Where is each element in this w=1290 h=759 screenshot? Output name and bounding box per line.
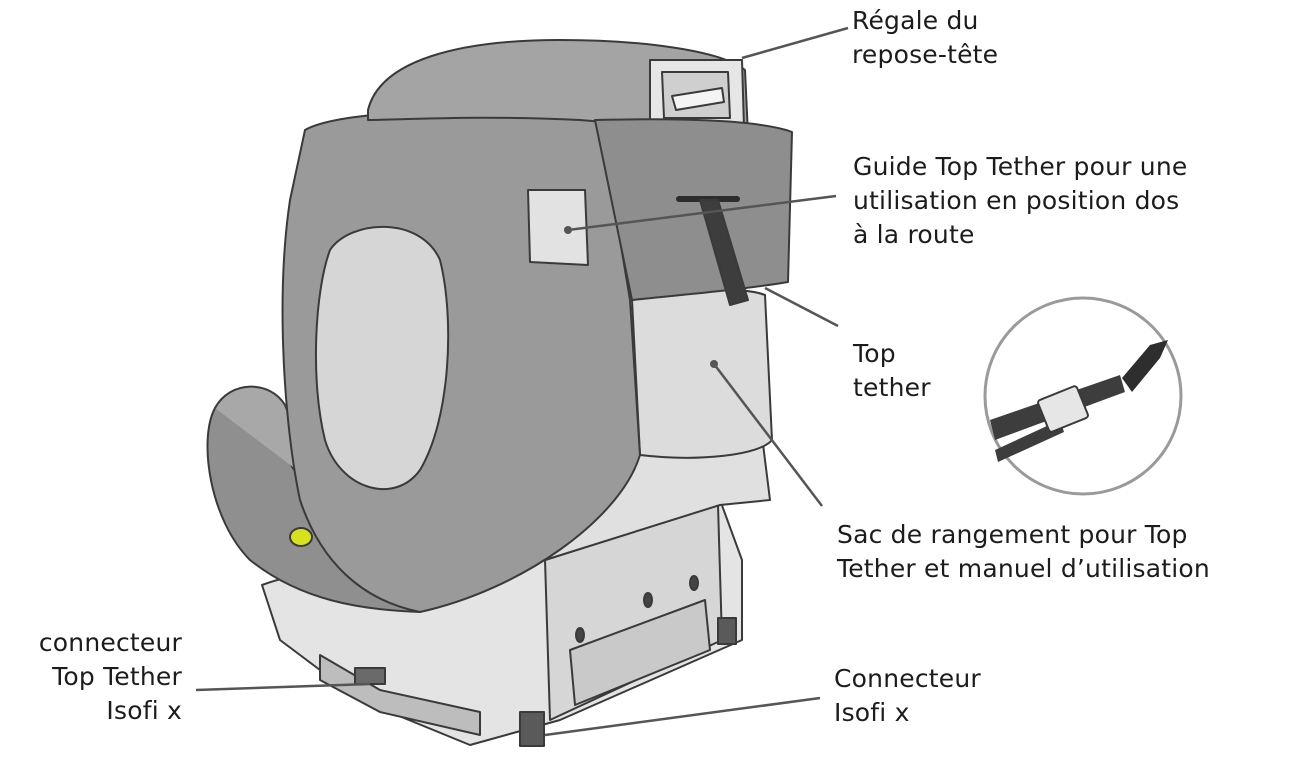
top-tether-strap [699, 199, 749, 306]
yellow-indicator [289, 527, 313, 547]
leader-line-headrest [741, 26, 849, 60]
isofix-connector-left [519, 711, 545, 747]
leader-dot [710, 360, 718, 368]
top-tether-guide-label: Guide Top Tether pour une utilisation en… [853, 150, 1187, 252]
isofix-connector-right [717, 617, 737, 645]
top-tether-guide-label-line: utilisation en position dos [853, 186, 1180, 215]
base-recess [569, 599, 711, 706]
leader-line-isofix [544, 696, 821, 737]
top-tether-connector-label-line: Isofi x [106, 696, 182, 725]
isofix-connector-label: Connecteur Isofi x [834, 662, 981, 730]
storage-bag-label-line: Tether et manuel d’utilisation [837, 554, 1210, 583]
leader-line-tt-connector [195, 682, 371, 692]
top-tether-guide-label-line: à la route [853, 220, 975, 249]
isofix-connector-label-line: Connecteur [834, 664, 981, 693]
leader-line-storage-bag [713, 363, 823, 507]
base-hole [643, 592, 653, 608]
base-hole [689, 575, 699, 591]
car-seat-illustration [206, 39, 793, 747]
top-tether-guide-label-line: Guide Top Tether pour une [853, 152, 1188, 181]
side-window-panel [314, 225, 450, 491]
top-tether-connector-label-line: Top Tether [52, 662, 182, 691]
leader-lines [195, 26, 849, 737]
inset-strap-lower [995, 420, 1064, 462]
base-floor-strip [319, 654, 481, 736]
top-tether-connector-label-line: connecteur [38, 628, 182, 657]
inset-hook [1122, 340, 1168, 392]
inset-adjuster [1037, 385, 1089, 433]
headrest-adjust-lever [671, 87, 725, 111]
headrest-adjust-label-line: repose-tête [852, 40, 999, 69]
headrest-adjust-label-line: Régale du [852, 6, 979, 35]
headrest-adjust-label: Régale du repose-tête [852, 4, 998, 72]
storage-bag [631, 288, 773, 459]
top-tether-label-line: Top [853, 339, 896, 368]
base-hole [575, 627, 585, 643]
leader-line-top-tether [764, 286, 839, 328]
top-tether-label: Top tether [853, 337, 931, 405]
top-tether-label-line: tether [853, 373, 931, 402]
top-tether-connector-part [354, 667, 386, 685]
storage-bag-label-line: Sac de rangement pour Top [837, 520, 1188, 549]
leader-line-guide [567, 194, 837, 232]
side-label-tag [527, 189, 589, 266]
rear-upper-panel [594, 118, 793, 301]
storage-bag-label: Sac de rangement pour Top Tether et manu… [837, 518, 1210, 586]
leader-dot [564, 226, 572, 234]
top-tether-connector-label: connecteur Top Tether Isofi x [0, 626, 182, 728]
top-tether-inset [983, 296, 1183, 496]
leader-dots [564, 226, 718, 368]
isofix-connector-label-line: Isofi x [834, 698, 910, 727]
